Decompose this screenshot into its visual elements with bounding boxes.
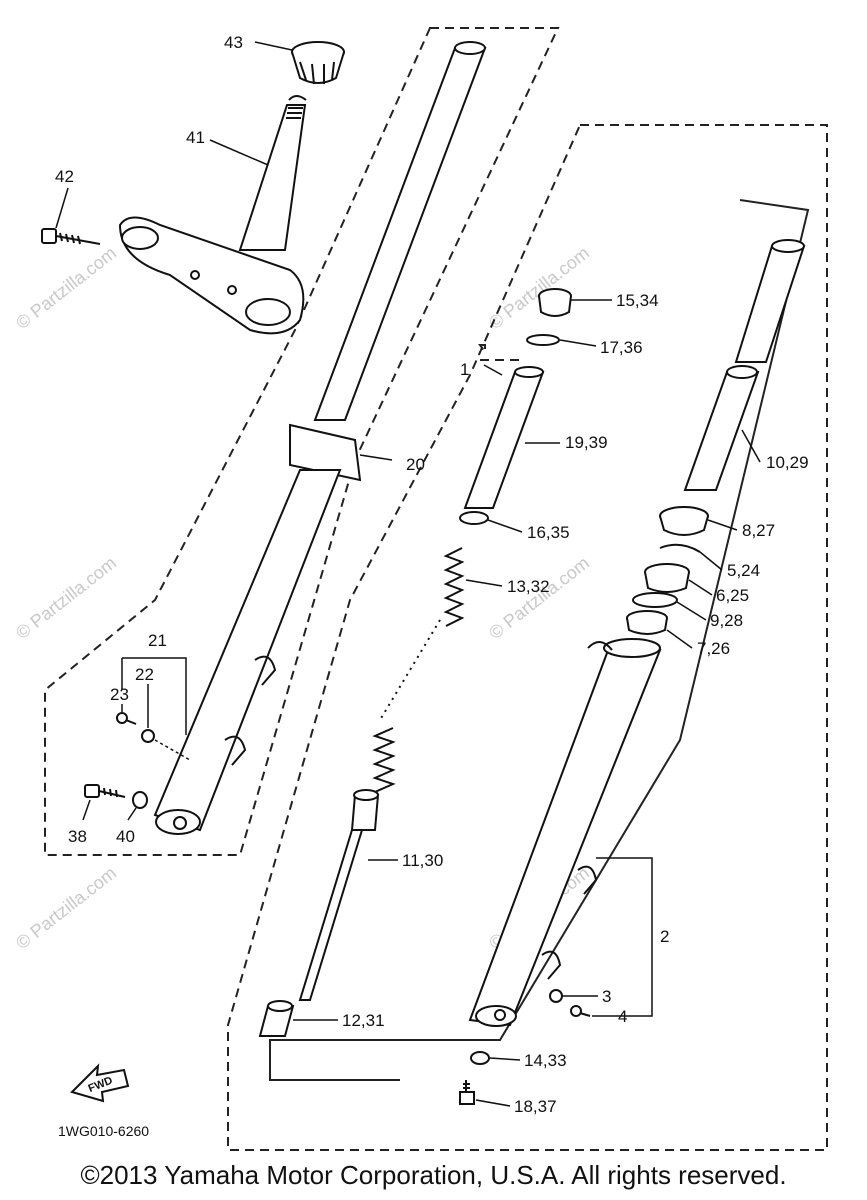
callout-14-33: 14,33: [524, 1051, 567, 1070]
part-22-washer: [141, 729, 155, 743]
callout-18-37: 18,37: [514, 1097, 557, 1116]
part-17-o-ring: [526, 334, 560, 346]
part-40-washer: [132, 791, 148, 809]
watermark: © Partzilla.com: [485, 553, 593, 643]
part-13-spring: [372, 547, 465, 793]
part-5-clip: [659, 543, 701, 553]
callout-23: 23: [110, 685, 129, 704]
part-14-washer: [470, 1051, 490, 1065]
callout-11-30: 11,30: [402, 851, 443, 870]
callout-7-26: 7,26: [697, 639, 730, 658]
part-15-cap-bolt: [538, 288, 572, 317]
part-4-screw: [570, 1005, 591, 1017]
leader-lines: [55, 41, 761, 1107]
callout-6-25: 6,25: [716, 586, 749, 605]
callout-10-29: 10,29: [766, 453, 809, 472]
watermark: © Partzilla.com: [12, 243, 120, 333]
part-3-washer: [549, 989, 563, 1003]
diagram-code: 1WG010-6260: [58, 1123, 149, 1139]
callout-17-36: 17,36: [600, 338, 643, 357]
callout-15-34: 15,34: [616, 291, 659, 310]
part-12-oil-lock: [258, 1000, 295, 1037]
callout-8-27: 8,27: [742, 521, 775, 540]
callout-41: 41: [186, 128, 205, 147]
part-7-bushing: [626, 610, 668, 635]
callout-16-35: 16,35: [527, 523, 570, 542]
callouts: 43 41 42 20 1 15,34 17,36 19,39 16,35 13…: [55, 33, 809, 1116]
watermark: © Partzilla.com: [12, 553, 120, 643]
part-18-bolt: [459, 1080, 475, 1105]
callout-19-39: 19,39: [565, 433, 608, 452]
callout-40: 40: [116, 827, 135, 846]
callout-38: 38: [68, 827, 87, 846]
part-20-fork-tube: [153, 41, 487, 835]
watermark: © Partzilla.com: [12, 863, 120, 953]
watermark-layer: © Partzilla.com © Partzilla.com © Partzi…: [12, 243, 593, 953]
callout-13-32: 13,32: [507, 577, 550, 596]
part-23-screw: [116, 712, 137, 725]
callout-42: 42: [55, 167, 74, 186]
callout-3: 3: [602, 987, 611, 1006]
callout-9-28: 9,28: [710, 611, 743, 630]
part-8-dust-seal: [659, 506, 709, 536]
part-19-spacer: [463, 366, 545, 509]
part-10-inner-tube: [683, 239, 806, 491]
forward-arrow-icon: FWD: [70, 1063, 130, 1103]
callout-4: 4: [618, 1007, 627, 1026]
part-41-steering-stem: [118, 95, 307, 335]
part-16-washer: [459, 511, 489, 525]
callout-22: 22: [135, 665, 154, 684]
part-38-bolt: [84, 784, 126, 798]
callout-12-31: 12,31: [342, 1011, 385, 1030]
part-43-bearing: [291, 41, 345, 85]
group-outline-20: [44, 27, 560, 856]
callout-21: 21: [148, 631, 167, 650]
group-outline-2: [269, 199, 810, 1081]
callout-2: 2: [660, 927, 669, 946]
copyright-notice: ©2013 Yamaha Motor Corporation, U.S.A. A…: [80, 1160, 787, 1190]
callout-20: 20: [406, 455, 425, 474]
callout-5-24: 5,24: [727, 561, 760, 580]
part-11-damper-rod: [298, 789, 380, 1001]
part-42-bolt: [41, 228, 101, 245]
fork-exploded-diagram: © Partzilla.com © Partzilla.com © Partzi…: [12, 27, 828, 1151]
callout-43: 43: [224, 33, 243, 52]
part-9-washer: [632, 592, 678, 608]
part-2-outer-tube: [468, 638, 662, 1027]
callout-1: 1: [460, 360, 469, 379]
watermark: © Partzilla.com: [485, 243, 593, 333]
part-6-oil-seal: [644, 563, 690, 593]
